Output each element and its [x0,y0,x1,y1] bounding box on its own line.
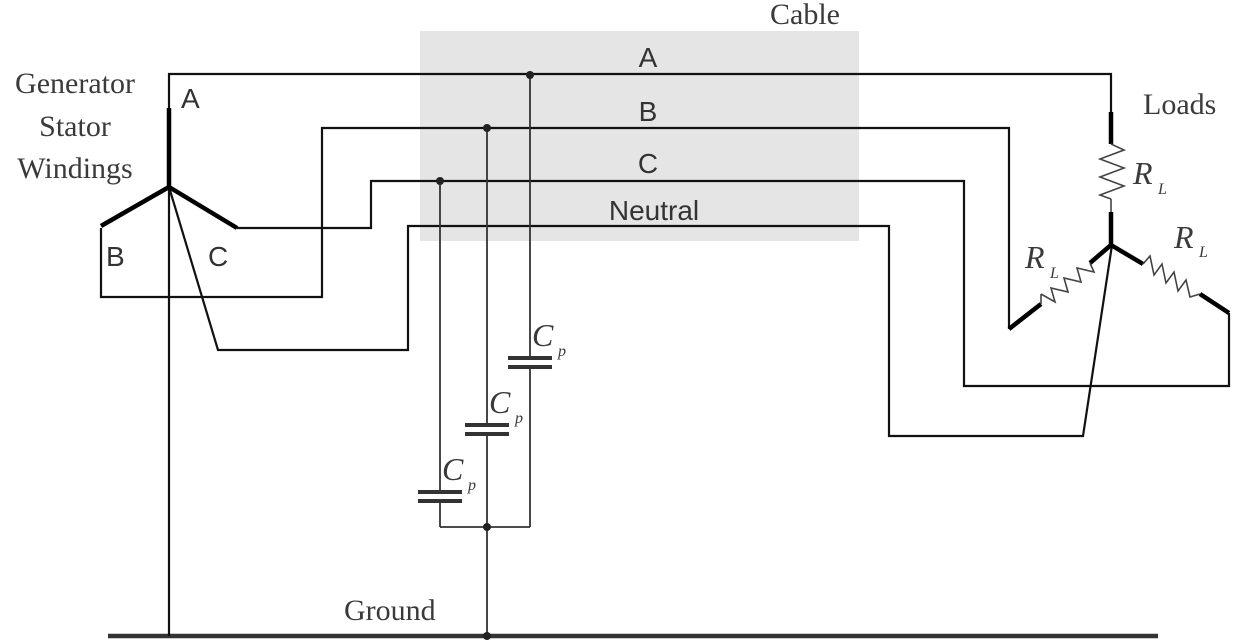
svg-text:L: L [1198,244,1208,261]
svg-text:C: C [442,451,464,487]
svg-text:C: C [532,317,554,353]
gen-phase-a-label: A [181,83,200,114]
resistor-load-a [1097,112,1127,245]
cable-neutral-label: Neutral [609,195,699,226]
ground-label: Ground [344,594,436,627]
cable-phase-a-label: A [639,42,658,73]
phase-c-wire [237,179,1231,388]
generator-label-line2: Stator [39,110,111,143]
svg-text:L: L [1157,181,1167,198]
junction-dot [526,71,534,79]
cable-label: Cable [770,0,840,31]
svg-text:R: R [1173,219,1194,255]
junction-dot [483,632,491,640]
capacitor-label-a: C p [532,317,566,360]
junction-dot [436,177,444,185]
capacitor-label-c: C p [442,451,476,494]
generator-label-line3: Windings [17,152,132,185]
loads-label: Loads [1143,88,1216,121]
resistor-label-c: R L [1173,219,1208,261]
svg-text:p: p [557,343,566,360]
svg-text:p: p [514,410,523,427]
svg-text:L: L [1049,265,1059,282]
capacitor-b [465,423,509,436]
resistor-load-c [1109,243,1231,315]
junction-dot [483,523,491,531]
gen-phase-c-label: C [208,241,228,272]
svg-text:R: R [1132,155,1153,191]
generator-label-line1: Generator [15,67,135,100]
svg-text:p: p [467,477,476,494]
svg-text:C: C [489,384,511,420]
gen-phase-b-label: B [106,241,125,272]
resistor-label-b: R L [1024,239,1059,282]
neutral-wire [167,186,1114,438]
capacitor-c [418,490,462,503]
cable-phase-b-label: B [639,96,658,127]
winding-c [167,185,239,230]
phase-b-wire [99,126,1011,329]
resistor-label-a: R L [1132,155,1167,198]
capacitor-a [508,356,552,369]
svg-text:R: R [1024,239,1045,275]
resistor-load-b [1007,243,1113,331]
capacitor-label-b: C p [489,384,523,427]
winding-b [99,185,171,228]
cable-region [420,31,859,241]
junction-dot [483,124,491,132]
cable-phase-c-label: C [638,148,658,179]
